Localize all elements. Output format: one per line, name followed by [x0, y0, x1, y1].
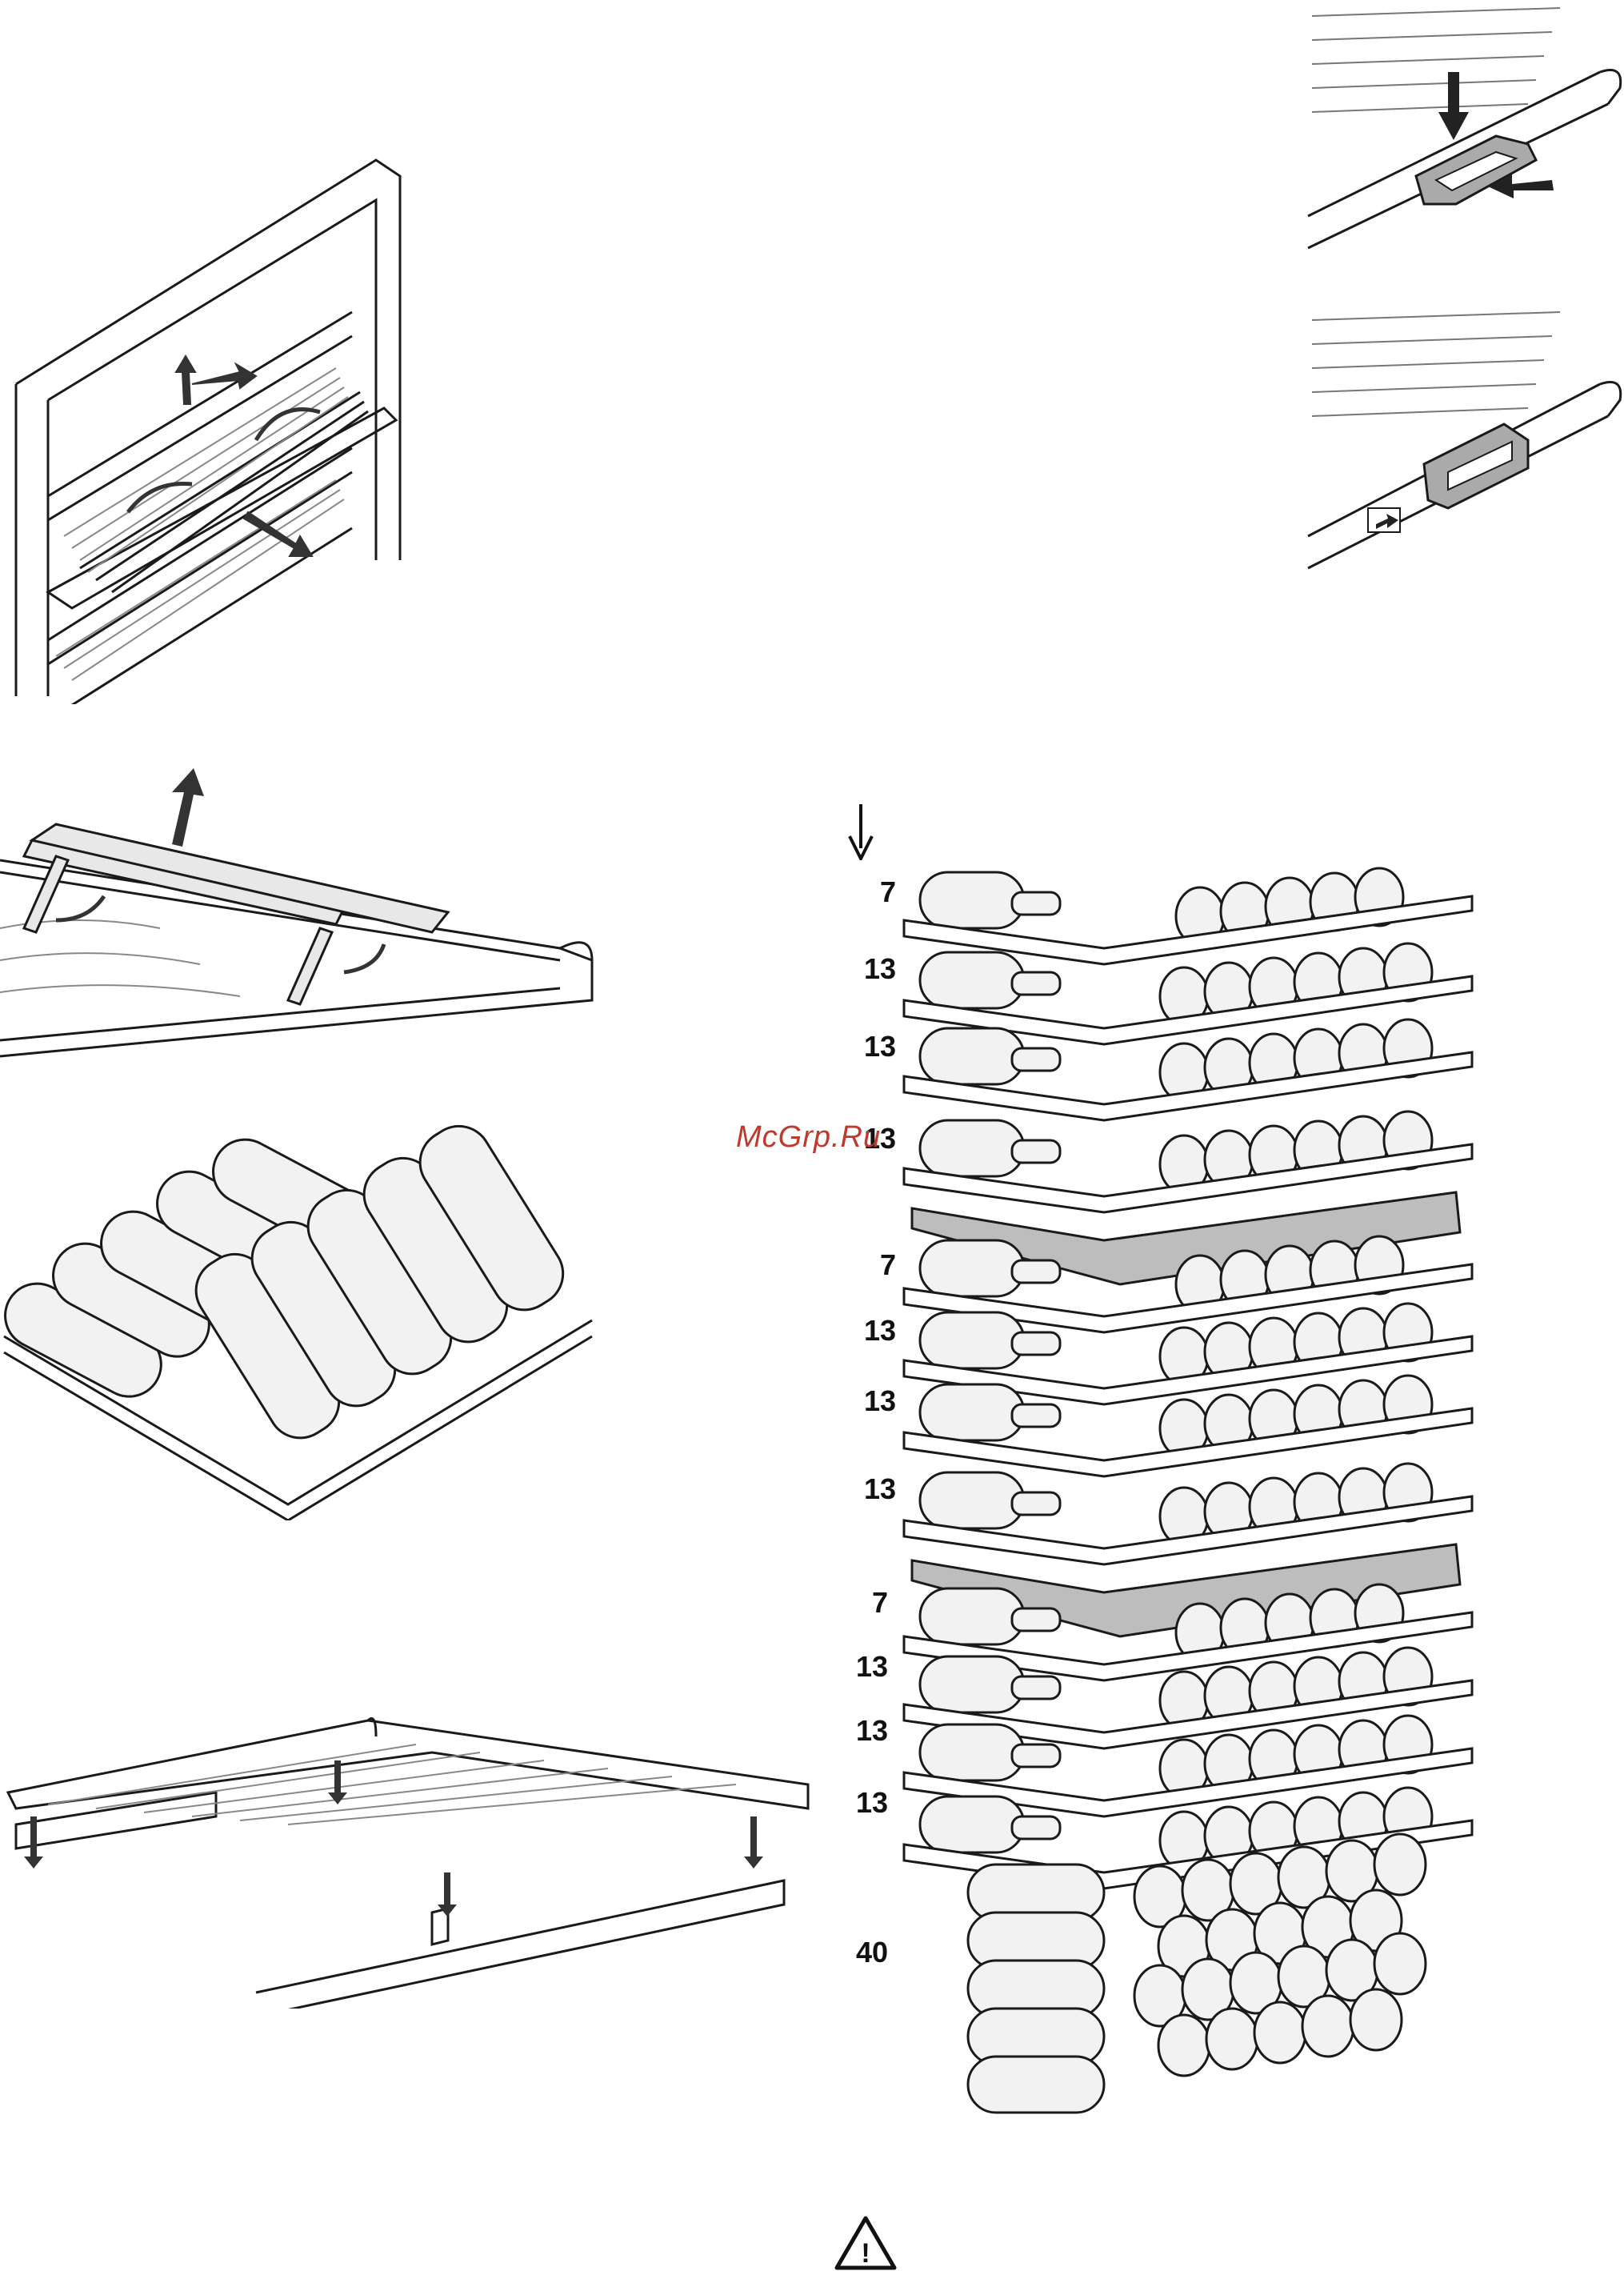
bottle-front — [1350, 1989, 1402, 2050]
warning-triangle-icon: ! — [834, 2215, 898, 2271]
shelf-clip-closeup-top — [1296, 0, 1624, 280]
bottle-neck — [1012, 1744, 1060, 1767]
arrow-down-icon — [846, 804, 875, 860]
rack-count-label: 13 — [800, 1316, 896, 1345]
bottle-side — [920, 872, 1024, 928]
bottle-neck — [1012, 972, 1060, 995]
bottle-front — [1302, 1996, 1354, 2057]
rack-count-label: 7 — [800, 1251, 896, 1280]
bottle-side — [920, 1312, 1024, 1368]
rack-count-label: 13 — [792, 1652, 888, 1681]
rack-count-label: 13 — [792, 1788, 888, 1817]
rack-count-label: 40 — [792, 1938, 888, 1967]
bottle-front — [1158, 2015, 1210, 2076]
bottle-front — [1206, 2009, 1258, 2069]
bottle-side — [920, 1240, 1024, 1296]
bottle-side — [968, 2057, 1104, 2113]
bottle-side — [920, 1028, 1024, 1084]
bottle-holder-frame-illustration — [0, 768, 608, 1072]
bottle-neck — [1012, 1492, 1060, 1515]
bottle-neck — [1012, 1608, 1060, 1631]
bottle-neck — [1012, 892, 1060, 915]
inclined-bottle-presentation-illustration — [0, 1112, 608, 1520]
bottle-side — [920, 1472, 1024, 1528]
bottle-side — [920, 1120, 1024, 1176]
rack-count-label: 13 — [800, 1387, 896, 1416]
bottle-neck — [1012, 1048, 1060, 1071]
rack-count-label: 13 — [800, 1032, 896, 1061]
bottle-front — [1254, 2002, 1306, 2063]
bottle-side — [920, 1588, 1024, 1644]
bottle-front — [1374, 1933, 1426, 1994]
bottle-neck — [1012, 1332, 1060, 1355]
bottle-neck — [1012, 1260, 1060, 1283]
rack-count-label: 13 — [800, 1475, 896, 1504]
bottle-neck — [1012, 1404, 1060, 1427]
cabinet-shelf-removal-illustration — [0, 144, 416, 704]
bottle-neck — [1012, 1676, 1060, 1699]
bottle-front — [1374, 1834, 1426, 1895]
bottle-side — [920, 1724, 1024, 1780]
bottle-side — [920, 1796, 1024, 1852]
rack-count-label: 7 — [800, 878, 896, 907]
shelf-clip-closeup-bottom — [1296, 304, 1624, 584]
bottle-neck — [1012, 1816, 1060, 1839]
bottle-side — [920, 1384, 1024, 1440]
bottle-neck — [1012, 1140, 1060, 1163]
rack-count-label: 13 — [800, 955, 896, 983]
bottle-side — [920, 1656, 1024, 1712]
rack-count-label: 7 — [792, 1588, 888, 1617]
telescopic-rail-mounting-illustration — [0, 1704, 816, 2009]
rack-count-label: 13 — [792, 1716, 888, 1745]
warning-symbol: ! — [861, 2238, 870, 2269]
bottle-side — [920, 952, 1024, 1008]
wine-rack-stacking-diagram — [896, 856, 1480, 2137]
watermark: McGrp.Ru — [736, 1120, 881, 1155]
